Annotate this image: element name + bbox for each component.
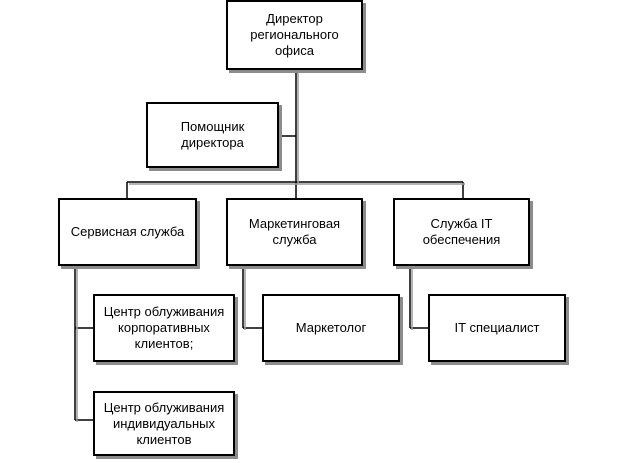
it-specialist-label: IT специалист: [454, 320, 540, 335]
corporate-center-label: Центр облуживания корпоративных клиентов…: [103, 304, 225, 351]
marketer-box: Маркетолог: [262, 294, 400, 362]
assistant-box: Помощник директора: [146, 102, 279, 168]
marketer-label: Маркетолог: [295, 320, 367, 335]
service-label: Сервисная служба: [70, 224, 185, 239]
marketing-label: Маркетинговая служба: [248, 216, 341, 247]
service-box: Сервисная служба: [58, 198, 197, 266]
director-label: Директор регионального офиса: [250, 11, 339, 58]
it-specialist-box: IT специалист: [428, 294, 566, 362]
it-service-box: Служба IT обеспечения: [393, 198, 530, 266]
individual-center-box: Центр облуживания индивидуальных клиенто…: [93, 391, 235, 456]
it-service-label: Служба IT обеспечения: [422, 216, 501, 247]
individual-center-label: Центр облуживания индивидуальных клиенто…: [103, 399, 225, 447]
director-box: Директор регионального офиса: [226, 0, 363, 70]
assistant-label: Помощник директора: [180, 119, 245, 150]
corporate-center-box: Центр облуживания корпоративных клиентов…: [93, 294, 235, 362]
marketing-box: Маркетинговая служба: [226, 198, 363, 266]
